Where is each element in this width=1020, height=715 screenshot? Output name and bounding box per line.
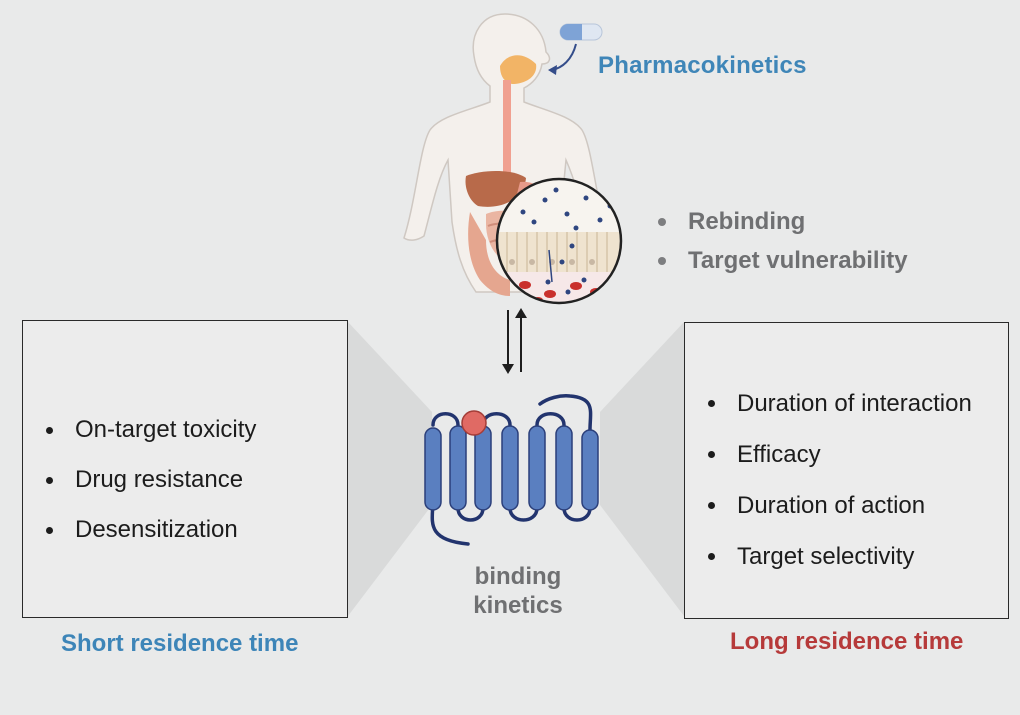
gpcr-receptor-icon: [424, 394, 599, 546]
bullet-icon: [708, 451, 715, 458]
list-item: Duration of interaction: [708, 378, 972, 429]
pk-factors-list: Rebinding Target vulnerability: [658, 202, 908, 280]
bullet-icon: [708, 553, 715, 560]
pill-icon: [559, 23, 603, 41]
short-residence-box: [22, 320, 348, 618]
right-projection: [600, 322, 684, 616]
long-residence-box: [684, 322, 1009, 619]
list-item: On-target toxicity: [46, 405, 256, 455]
short-residence-list: On-target toxicity Drug resistance Desen…: [46, 405, 256, 555]
bullet-icon: [46, 426, 53, 434]
tissue-magnifier-icon: [495, 177, 623, 305]
pharmacokinetics-label: Pharmacokinetics: [598, 52, 807, 79]
bullet-icon: [46, 476, 53, 484]
bullet-icon: [708, 502, 715, 509]
bidirectional-arrows-icon: [507, 310, 522, 372]
list-item: Efficacy: [708, 429, 972, 480]
bullet-icon: [46, 526, 53, 534]
bullet-icon: [708, 400, 715, 407]
list-item: Duration of action: [708, 480, 972, 531]
list-item: Drug resistance: [46, 455, 256, 505]
long-residence-caption: Long residence time: [730, 628, 964, 655]
list-item: Target vulnerability: [658, 241, 908, 280]
short-residence-caption: Short residence time: [61, 630, 299, 657]
bullet-icon: [658, 217, 666, 226]
bullet-icon: [658, 256, 666, 265]
long-residence-list: Duration of interaction Efficacy Duratio…: [708, 378, 972, 582]
list-item: Desensitization: [46, 505, 256, 555]
binding-kinetics-label: binding kinetics: [473, 563, 563, 619]
ligand-icon: [461, 410, 487, 436]
left-projection: [348, 322, 432, 616]
list-item: Rebinding: [658, 202, 908, 241]
list-item: Target selectivity: [708, 531, 972, 582]
